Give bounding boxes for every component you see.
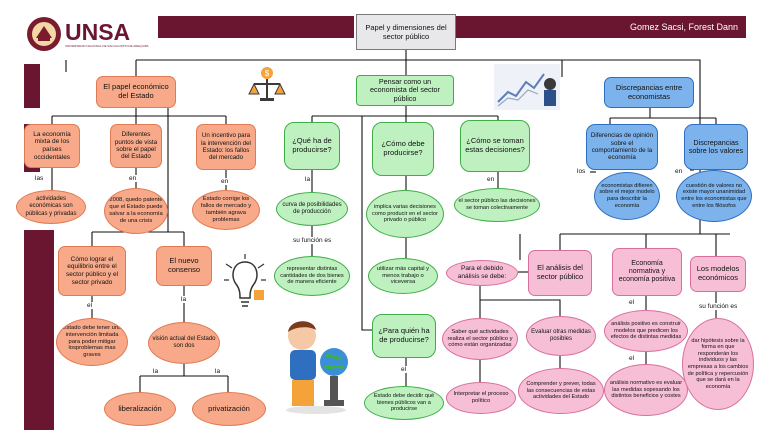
node-representar: representar distintas cantidades de dos …	[274, 256, 350, 296]
node-pensar: Pensar como un economista del sector púb…	[356, 75, 454, 106]
header-bar-left	[158, 16, 354, 38]
node-como-tomar: ¿Cómo se toman estas decisiones?	[460, 120, 530, 172]
label-la-3: la	[214, 368, 222, 376]
label-en-1: en	[128, 175, 138, 183]
logo-text: UNSA	[65, 18, 131, 45]
node-diferentes-puntos: Diferentes puntos de vista sobre el pape…	[110, 124, 162, 168]
label-en-2: en	[220, 178, 230, 186]
node-analisis-positivo: análisis positivo es construir modelos q…	[604, 310, 688, 352]
label-las: las	[34, 175, 45, 183]
node-normativa: Economía normativa y economía positiva	[612, 248, 682, 296]
label-en-4: en	[674, 168, 684, 176]
label-el-1: el	[86, 302, 94, 310]
node-vision-actual: visión actual del Estado son dos	[148, 322, 220, 364]
node-nuevo-consenso: El nuevo consenso	[156, 246, 212, 286]
label-en-3: en	[486, 176, 496, 184]
node-economia-mixta: La economía mixta de los países occident…	[24, 124, 80, 168]
side-bar-bottom	[24, 230, 54, 430]
node-discrepancias-valores: Discrepancias sobre los valores	[684, 124, 748, 170]
node-que-producir: ¿Qué ha de producirse?	[284, 122, 340, 170]
node-como-producir: ¿Cómo debe producirse?	[372, 122, 434, 176]
node-papel-estado: El papel económico del Estado	[96, 76, 176, 108]
node-para-analisis: Para el debido análisis se debe:	[446, 260, 518, 286]
label-la-2: la	[152, 368, 160, 376]
node-comprender: Comprender y prever, todas las consecuen…	[518, 368, 604, 414]
node-como-lograr: Cómo lograr el equilibrio entre el secto…	[58, 246, 126, 296]
node-analisis-normativo: análisis normativo es evaluar las medida…	[604, 364, 688, 416]
node-estado-decidir: Estado debe decidir qué bienes públicos …	[364, 386, 444, 420]
header-bar-right: Gomez Sacsi, Forest Dann	[456, 16, 746, 38]
label-la-4: la	[304, 176, 312, 184]
node-discrepancias: Discrepancias entre economistas	[604, 77, 694, 108]
node-evaluar: Evaluar otras medidas posibles	[526, 316, 596, 356]
label-su-funcion-2: su función es	[698, 303, 739, 311]
svg-text:$: $	[265, 69, 270, 78]
node-actividades: actividades económicas son públicas y pr…	[16, 190, 86, 224]
node-hipotesis: dar hipótesis sobre la forma en que resp…	[682, 318, 754, 410]
node-diferencias-opinion: Diferencias de opinión sobre el comporta…	[586, 124, 658, 170]
node-anio-2008: 2008, quedo patente que el Estado puede …	[104, 188, 168, 234]
boy-with-globe-icon	[280, 314, 352, 414]
node-curva: curva de posibilidades de producción	[276, 192, 348, 226]
node-privatizacion: privatización	[192, 392, 266, 426]
node-economistas-difieren: economistas difieren sobre el mejor mode…	[594, 172, 660, 220]
node-implica: implica varias decisiones como producir …	[366, 190, 444, 238]
node-para-quien: ¿Para quién ha de producirse?	[372, 314, 436, 358]
logo-subtitle: UNIVERSIDAD NACIONAL DE SAN AGUSTIN DE A…	[65, 43, 149, 48]
balance-scale-dollar-icon: $	[246, 64, 288, 104]
label-los: los	[576, 168, 587, 176]
node-modelos: Los modelos económicos	[690, 256, 746, 292]
university-logo: UNSA UNIVERSIDAD NACIONAL DE SAN AGUSTIN…	[26, 14, 152, 54]
side-bar-top	[24, 64, 40, 108]
node-sector-publico-decisiones: el sector público las decisiones se toma…	[454, 188, 540, 222]
page-title: Papel y dimensiones del sector público	[356, 14, 456, 50]
label-el-3: el	[628, 299, 636, 307]
lightbulb-icon	[222, 254, 268, 318]
university-seal-icon	[27, 17, 61, 51]
node-interpretar: Interpretar el proceso político	[446, 382, 516, 414]
author-name: Gomez Sacsi, Forest Dann	[629, 22, 738, 32]
node-saber-que: Saber qué actividades realiza el sector …	[442, 318, 518, 360]
label-el-2: el	[400, 366, 408, 374]
node-cuestion-valores: cuestión de valores no existe mayor unan…	[676, 170, 752, 222]
node-incentivo: Un incentivo para la intervención del Es…	[196, 124, 256, 170]
stock-chart-icon	[494, 64, 560, 110]
label-la-1: la	[180, 296, 188, 304]
label-su-funcion-1: su función es	[292, 237, 333, 245]
node-analisis: El análisis del sector público	[528, 250, 592, 296]
node-estado-corrige: Estado corrige los fallos de mercado y t…	[192, 190, 260, 230]
node-liberalizacion: liberalización	[104, 392, 176, 426]
node-estado-debe-tener: Estado debe tener una intervención limit…	[56, 318, 128, 366]
node-utilizar: utilizar más capital y menos trabajo o v…	[368, 258, 438, 294]
label-el-4: el	[628, 355, 636, 363]
